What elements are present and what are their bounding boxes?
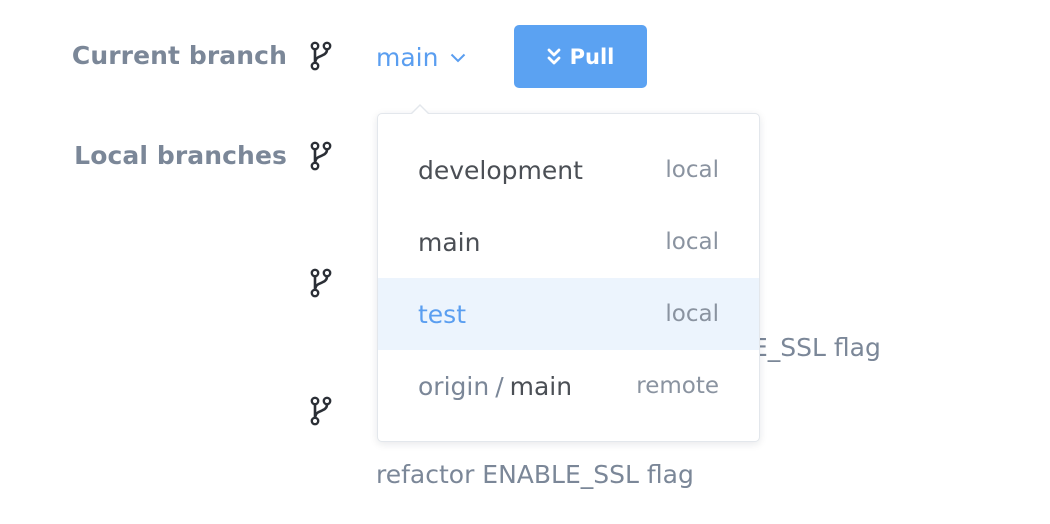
branch-option-origin-main[interactable]: origin/main remote [378, 350, 759, 422]
branch-option-tag: local [665, 157, 719, 183]
branch-option-name: test [418, 299, 467, 329]
current-branch-label: Current branch [71, 41, 287, 70]
branch-option-name: origin/main [418, 372, 572, 401]
git-branch-icon [309, 141, 333, 171]
git-branch-icon [309, 396, 333, 426]
remote-separator: / [495, 371, 504, 401]
branch-option-tag: remote [636, 373, 719, 399]
remote-prefix: origin [418, 371, 490, 401]
commit-message: E_SSL flag [752, 333, 881, 362]
branch-option-tag: local [665, 301, 719, 327]
git-branch-icon [309, 41, 333, 71]
current-branch-select[interactable]: main [376, 40, 466, 74]
branch-option-name: development [418, 155, 583, 185]
branch-dropdown: development local main local test local … [377, 113, 760, 442]
remote-branch-name: main [509, 371, 573, 401]
git-branch-icon [309, 268, 333, 298]
branch-option-test[interactable]: test local [378, 278, 759, 350]
branch-option-tag: local [665, 229, 719, 255]
pull-button[interactable]: Pull [514, 25, 647, 88]
current-branch-value: main [376, 42, 439, 72]
branch-option-development[interactable]: development local [378, 134, 759, 206]
dropdown-caret-fill [411, 106, 429, 115]
double-chevron-down-icon [547, 48, 561, 64]
commit-message: refactor ENABLE_SSL flag [376, 460, 694, 489]
local-branches-label: Local branches [74, 141, 287, 170]
chevron-down-icon [451, 53, 466, 63]
branch-option-name: main [418, 227, 481, 257]
branch-option-main[interactable]: main local [378, 206, 759, 278]
pull-button-label: Pull [569, 44, 615, 69]
